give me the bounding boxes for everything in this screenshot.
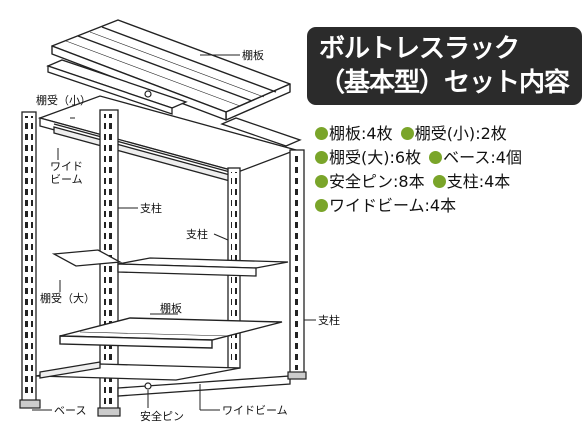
label-base: ベース [54,404,87,417]
label-pillar-front: 支柱 [140,202,162,215]
item-count: 4個 [495,148,522,167]
list-item: ベース:4個 [429,146,522,170]
label-pillar-inner: 支柱 [186,228,208,241]
pillar-front-right [289,149,305,375]
label-safety-pin: 安全ピン [140,410,184,423]
item-name: ベース [443,148,491,167]
contents-row: 棚受(大):6枚 ベース:4個 [315,146,583,170]
list-item: 棚板:4枚 [315,122,393,146]
label-wide-beam-bottom: ワイドビーム [222,404,288,417]
label-shelf-lower: 棚板 [160,302,182,315]
bullet-icon [315,127,328,140]
label-bracket-small: 棚受（小） [36,94,91,107]
item-name: 支柱 [446,172,479,191]
bullet-icon [432,175,446,188]
bullet-icon [429,151,443,164]
item-count: 4本 [429,196,457,215]
item-count: 2枚 [480,124,507,143]
item-name: 棚受(小) [414,124,476,143]
contents-row: 棚板:4枚 棚受(小):2枚 [315,122,583,146]
pillar-back-left [21,111,37,403]
bullet-icon [315,199,328,212]
item-name: 棚板 [329,124,362,143]
label-pillar-right: 支柱 [318,314,340,327]
contents-list: 棚板:4枚 棚受(小):2枚 棚受(大):6枚 ベース:4個 安全ピン:8本 支… [315,122,583,218]
small-bracket [46,59,302,147]
title-box: ボルトレスラック （基本型）セット内容 [307,27,582,105]
title-line-2: （基本型）セット内容 [319,68,570,98]
item-count: 4本 [484,172,511,191]
bottom-frame [35,361,291,397]
safety-pin-mark [144,90,152,390]
middle-shelf [51,249,289,277]
lower-shelf-board [59,317,283,349]
item-name: 棚受(大) [329,148,390,167]
bullet-icon [315,175,328,188]
contents-row: 安全ピン:8本 支柱:4本 [315,170,583,194]
contents-row: ワイドビーム:4本 [315,194,583,218]
list-item: 棚受(小):2枚 [400,122,507,146]
label-wide-beam-left: ワイド ビーム [50,160,92,186]
list-item: 支柱:4本 [432,170,511,194]
item-count: 4枚 [366,124,393,143]
base-feet [19,371,307,417]
list-item: ワイドビーム:4本 [315,194,456,218]
bullet-icon [315,151,328,164]
wide-beam-text: ワイド ビーム [50,160,83,186]
leader-lines [32,54,316,411]
bullet-icon [400,127,414,140]
item-count: 8本 [398,172,425,191]
item-name: ワイドビーム [329,196,425,215]
item-name: 安全ピン [329,172,394,191]
list-item: 安全ピン:8本 [315,170,425,194]
label-shelf-top: 棚板 [242,49,264,62]
label-bracket-large: 棚受（大） [40,292,95,305]
title-line-1: ボルトレスラック [319,34,520,64]
item-count: 6枚 [394,148,422,167]
list-item: 棚受(大):6枚 [315,146,421,170]
